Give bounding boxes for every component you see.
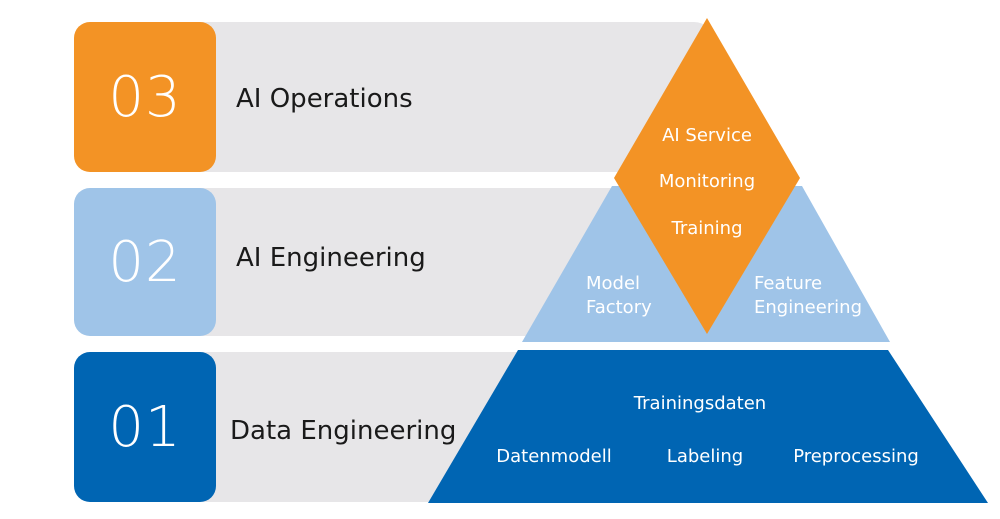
pyramid-text-preprocessing: Preprocessing	[793, 446, 919, 467]
pyramid-text-monitoring: Monitoring	[659, 171, 755, 192]
row-label-data-engineering: Data Engineering	[230, 416, 457, 446]
number-02: 02	[108, 229, 182, 295]
pyramid-text-model: Model	[586, 273, 640, 294]
number-03: 03	[108, 64, 182, 130]
pyramid-text-training: Training	[670, 218, 742, 239]
pyramid-text-engineering: Engineering	[754, 297, 862, 318]
pyramid-text-ai-service: AI Service	[662, 125, 752, 146]
number-01: 01	[108, 394, 182, 460]
pyramid-text-labeling: Labeling	[667, 446, 743, 467]
pyramid-text-factory: Factory	[586, 297, 652, 318]
number-box-01: 01	[74, 352, 216, 502]
pyramid-top-diamond	[614, 18, 800, 334]
row-label-ai-engineering: AI Engineering	[236, 243, 426, 273]
pyramid-text-datenmodell: Datenmodell	[496, 446, 611, 467]
pyramid-text-trainingsdaten: Trainingsdaten	[633, 393, 766, 414]
number-box-02: 02	[74, 188, 216, 336]
row-label-ai-operations: AI Operations	[236, 84, 413, 114]
pyramid-base-layer	[428, 350, 988, 503]
pyramid-text-feature: Feature	[754, 273, 822, 294]
number-box-03: 03	[74, 22, 216, 172]
